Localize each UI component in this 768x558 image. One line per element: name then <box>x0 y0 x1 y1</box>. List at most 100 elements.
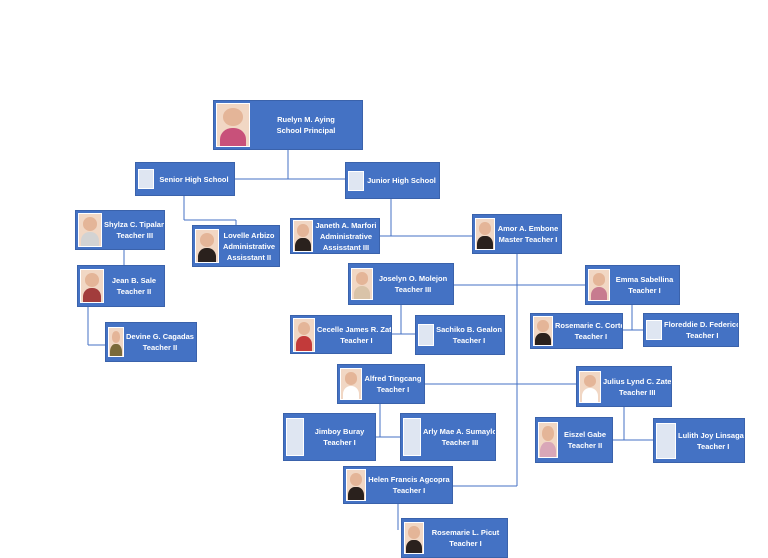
node-title: Teacher I <box>452 336 486 345</box>
node-name: Janeth A. Marfori <box>315 220 377 230</box>
person-photo <box>108 327 124 357</box>
photo-placeholder <box>418 324 434 346</box>
node-title: School Principal <box>276 126 336 135</box>
person-photo <box>351 268 373 300</box>
node-name: Jimboy Buray <box>314 427 365 436</box>
node-name: Sachiko B. Gealon <box>436 325 502 334</box>
node-title: Teacher II <box>142 343 178 352</box>
photo-placeholder <box>286 418 304 456</box>
node-title: Administrative Assisstant II <box>222 241 276 262</box>
person-photo <box>293 220 313 252</box>
node-name: Devine G. Cagadas <box>126 332 194 341</box>
node-title: Administrative Assisstant III <box>319 231 373 252</box>
node-name: Rosemarie C. Cortel <box>555 321 623 330</box>
photo-placeholder <box>138 169 154 189</box>
person-photo <box>216 103 250 147</box>
person-photo <box>579 370 601 403</box>
node-name: Eiszel Gabe <box>563 430 607 439</box>
node-name: Alfred Tingcang <box>364 374 422 383</box>
node-title: Teacher I <box>340 335 373 345</box>
photo-placeholder <box>656 422 676 459</box>
photo-placeholder <box>403 418 421 456</box>
org-node-jhs: Junior High School <box>345 162 440 199</box>
node-title: Master Teacher I <box>498 235 558 244</box>
node-title: Teacher I <box>392 486 426 495</box>
node-title: Teacher III <box>394 285 432 294</box>
node-name: Floreddie D. Federico <box>664 320 739 329</box>
node-name: Julius Lynd C. Zate <box>603 376 672 386</box>
node-name: Shylza C. Tipalan <box>104 220 165 229</box>
person-photo <box>346 469 366 501</box>
node-title: Teacher I <box>449 539 482 548</box>
node-name: Lulith Joy Linsagan <box>678 430 745 440</box>
org-node-shs: Senior High School <box>135 162 235 196</box>
node-title: Teacher I <box>697 441 730 451</box>
photo-placeholder <box>348 170 364 191</box>
node-title: Teacher I <box>376 385 410 394</box>
person-photo <box>533 316 553 346</box>
node-name: Joselyn O. Molejon <box>378 274 448 283</box>
node-name: Rosemarie L. Picut <box>431 528 500 537</box>
person-photo <box>80 269 104 303</box>
node-name: Arly Mae A. Sumaylo <box>423 427 496 436</box>
node-name: Jean B. Sale <box>111 276 157 285</box>
node-title: Teacher II <box>567 441 603 450</box>
node-name: Amor A. Embone <box>497 224 559 233</box>
person-photo <box>404 522 424 554</box>
person-photo <box>293 317 315 352</box>
connector-lines <box>87 150 653 530</box>
node-name: Helen Francis Agcopra <box>368 475 450 484</box>
node-title: Teacher III <box>441 438 479 447</box>
node-title: Teacher II <box>116 287 152 296</box>
node-name: Lovelle Arbizo <box>223 230 275 240</box>
node-name: Emma Sabellina <box>615 275 674 284</box>
photo-placeholder <box>646 320 662 340</box>
node-title: Teacher I <box>574 332 608 341</box>
node-title: Teacher III <box>618 387 656 397</box>
node-title: Teacher I <box>323 438 356 447</box>
node-name: Junior High School <box>367 176 436 185</box>
person-photo <box>475 218 495 250</box>
node-title: Teacher I <box>628 286 661 295</box>
node-name: Ruelyn M. Aying <box>277 115 335 124</box>
node-title: Teacher III <box>116 231 154 240</box>
person-photo <box>195 229 219 263</box>
person-photo <box>538 422 558 458</box>
